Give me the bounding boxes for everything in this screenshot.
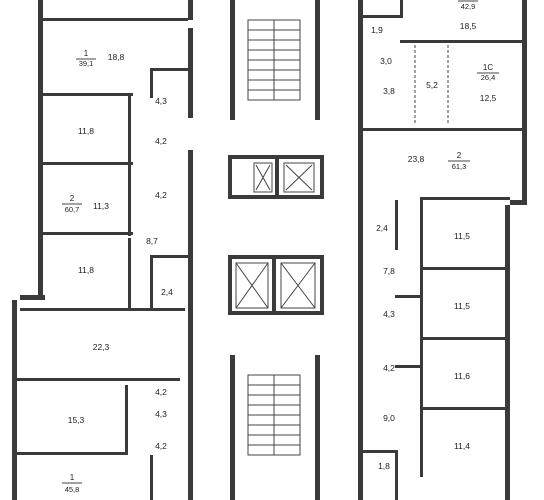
room-23-8: 23,8 (408, 154, 425, 164)
apt-2-left-count: 2 (70, 194, 75, 203)
apt-1-bottom-total: 45,8 (65, 485, 80, 494)
apt-1c-total: 26,4 (481, 73, 496, 82)
apt-1c-count: 1С (483, 63, 493, 72)
room-7-8: 7,8 (383, 266, 395, 276)
apt-2-left-total: 60,7 (65, 205, 80, 214)
room-1-9: 1,9 (371, 25, 383, 35)
room-2-4-b: 2,4 (376, 223, 388, 233)
room-18-8: 18,8 (108, 52, 125, 62)
room-11-5-b: 11,5 (454, 301, 470, 311)
room-4-2-c: 4,2 (155, 387, 167, 397)
room-4-2-a: 4,2 (155, 136, 167, 146)
room-11-8-a: 11,8 (78, 126, 94, 136)
room-11-3: 11,3 (93, 201, 109, 211)
room-4-3-a: 4,3 (155, 96, 167, 106)
room-1-8: 1,8 (378, 461, 390, 471)
apt-1-total: 39,1 (79, 59, 94, 68)
apt-1-bottom-count: 1 (70, 473, 75, 482)
room-9-0: 9,0 (383, 413, 395, 423)
room-8-7: 8,7 (146, 236, 158, 246)
room-15-3: 15,3 (68, 415, 85, 425)
room-4-3-c: 4,3 (383, 309, 395, 319)
room-11-6: 11,6 (454, 371, 470, 381)
room-4-2-e: 4,2 (383, 363, 395, 373)
central-core (228, 0, 324, 500)
room-3-0: 3,0 (380, 56, 392, 66)
left-block-walls (12, 0, 193, 500)
right-block-walls (358, 0, 527, 500)
apt-2-right-count: 2 (457, 151, 462, 160)
room-4-3-b: 4,3 (155, 409, 167, 419)
room-5-2: 5,2 (426, 80, 438, 90)
room-12-5: 12,5 (480, 93, 497, 103)
apt-top-right-total: 42,9 (461, 2, 476, 11)
room-11-5-a: 11,5 (454, 231, 470, 241)
room-22-3: 22,3 (93, 342, 110, 352)
room-3-8: 3,8 (383, 86, 395, 96)
apt-1-count: 1 (84, 49, 89, 58)
room-4-2-b: 4,2 (155, 190, 167, 200)
room-4-2-d: 4,2 (155, 441, 167, 451)
room-18-5: 18,5 (460, 21, 477, 31)
room-11-8-b: 11,8 (78, 265, 94, 275)
room-2-4-a: 2,4 (161, 287, 173, 297)
room-11-4: 11,4 (454, 441, 470, 451)
apt-2-right-total: 61,3 (452, 162, 467, 171)
